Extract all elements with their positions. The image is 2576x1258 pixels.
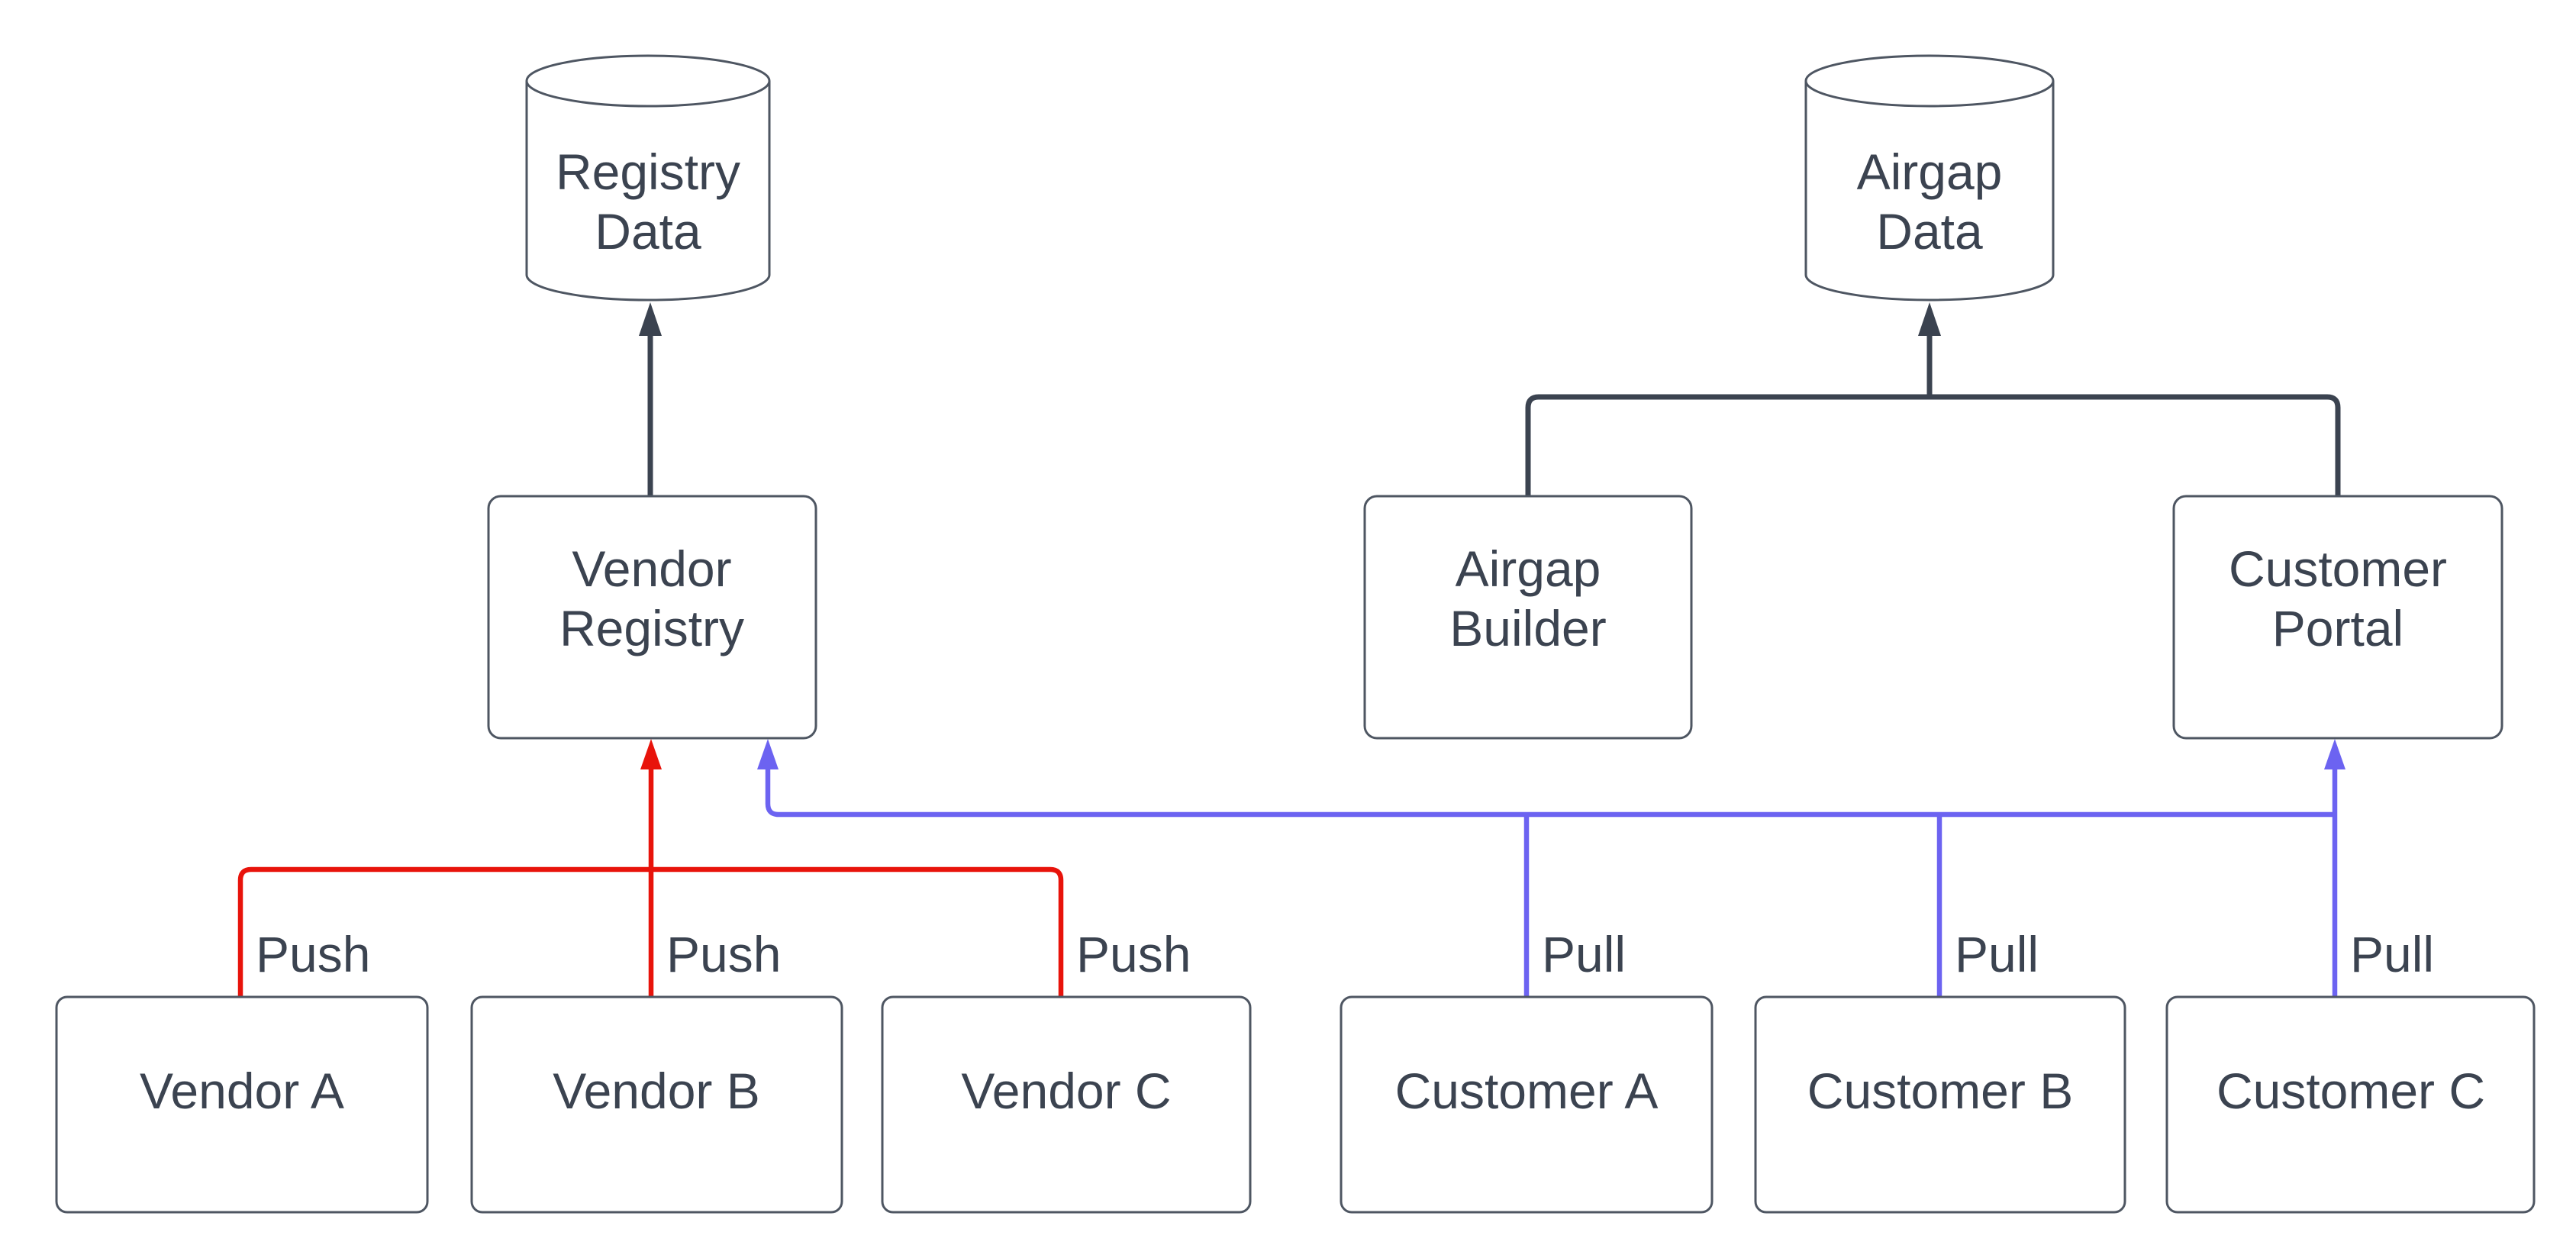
edge-pull-tree — [757, 739, 2345, 997]
edge-airgap-builder-and-customer-portal-to-airgap-data — [1525, 302, 2341, 496]
edge-label-pull-customer-b: Pull — [1955, 926, 2039, 982]
node-customer-c: Customer C — [2165, 995, 2536, 1214]
node-vendor-b: Vendor B — [470, 995, 843, 1214]
arrowhead-up-red-vendor-registry — [640, 739, 662, 769]
edge-label-pull-customer-a: Pull — [1542, 926, 1626, 982]
node-customer-a-label: Customer A — [1395, 1063, 1659, 1119]
node-vendor-registry-label-line2: Registry — [559, 600, 744, 656]
node-airgap-data-label-line2: Data — [1876, 203, 1983, 260]
node-vendor-a: Vendor A — [55, 995, 429, 1214]
node-vendor-c-label: Vendor C — [961, 1063, 1171, 1119]
node-customer-a: Customer A — [1340, 995, 1714, 1214]
edge-label-push-vendor-a: Push — [256, 926, 370, 982]
node-airgap-data: Airgap Data — [1804, 54, 2055, 302]
node-vendor-registry-label-line1: Vendor — [572, 540, 731, 597]
node-registry-data-label-line1: Registry — [556, 144, 740, 200]
edge-label-push-vendor-c: Push — [1076, 926, 1191, 982]
arrowhead-up-blue-vendor-registry — [757, 739, 779, 769]
edge-label-pull-customer-c: Pull — [2350, 926, 2434, 982]
arrowhead-up-dark-registry-data — [639, 302, 662, 336]
cylinder-top — [1804, 54, 2055, 108]
node-customer-portal-label-line2: Portal — [2272, 600, 2404, 656]
node-registry-data-label-line2: Data — [595, 203, 701, 260]
cylinder-body — [525, 81, 771, 302]
node-customer-c-label: Customer C — [2217, 1063, 2485, 1119]
edge-label-push-vendor-b: Push — [666, 926, 781, 982]
node-airgap-data-label-line1: Airgap — [1857, 144, 2003, 200]
node-vendor-a-label: Vendor A — [140, 1063, 344, 1119]
node-customer-portal: Customer Portal — [2172, 495, 2503, 740]
node-vendor-b-label: Vendor B — [553, 1063, 760, 1119]
node-airgap-builder: Airgap Builder — [1363, 495, 1693, 740]
node-airgap-builder-label-line1: Airgap — [1456, 540, 1601, 597]
node-vendor-c: Vendor C — [881, 995, 1252, 1214]
arrowhead-up-dark-airgap-data — [1918, 302, 1941, 336]
node-vendor-registry: Vendor Registry — [487, 495, 817, 740]
edge-vendor-registry-to-registry-data — [639, 302, 662, 496]
arrowhead-up-blue-customer-portal — [2324, 739, 2345, 769]
node-airgap-builder-label-line2: Builder — [1449, 600, 1606, 656]
edge-push-tree — [237, 739, 1064, 997]
node-customer-b-label: Customer B — [1807, 1063, 2073, 1119]
node-customer-b: Customer B — [1754, 995, 2126, 1214]
cylinder-top — [525, 54, 771, 108]
node-customer-portal-label-line1: Customer — [2229, 540, 2447, 597]
node-registry-data: Registry Data — [525, 54, 771, 302]
cylinder-body — [1804, 81, 2055, 302]
